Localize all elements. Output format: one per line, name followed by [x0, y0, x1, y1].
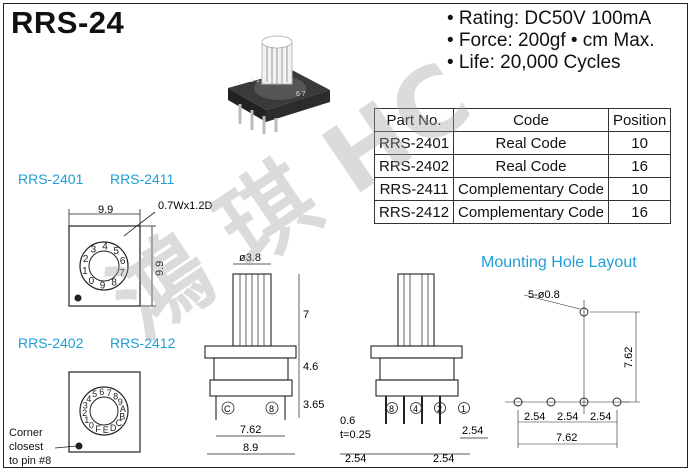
side-view	[204, 263, 300, 455]
dial-number: 6	[99, 387, 104, 397]
table-row: RRS-2401 Real Code 10	[373, 131, 672, 155]
spec-rating: • Rating: DC50V 100mA	[447, 8, 652, 29]
dim-shaft-height: 7	[303, 309, 309, 321]
dial-number: 3	[83, 400, 88, 410]
cell: RRS-2412	[373, 200, 455, 224]
hole-layout	[505, 294, 640, 448]
cell: 10	[607, 177, 672, 201]
cell: RRS-2402	[373, 154, 455, 178]
dim-pitch-2: 2.54	[433, 453, 454, 465]
dim-t: t=0.25	[340, 429, 371, 441]
dim-hole-vertical: 7.62	[623, 347, 635, 368]
top-view-16	[54, 371, 141, 453]
dim-hole: 5-ø0.8	[528, 289, 560, 301]
mounting-hole-title: Mounting Hole Layout	[481, 254, 637, 271]
label-rrs-2412: RRS-2412	[110, 335, 176, 351]
dim-pin-height: 3.65	[303, 399, 324, 411]
cell: RRS-2401	[373, 131, 455, 155]
dim-hole-span: 7.62	[556, 432, 577, 444]
dial-number: 7	[107, 388, 112, 398]
dial-number: 4	[86, 394, 91, 404]
pin-c-label: C	[224, 404, 231, 414]
dial-number: B	[119, 412, 125, 422]
dial-number: C	[116, 418, 123, 428]
dial-number: 5	[113, 246, 119, 257]
dial-number: 1	[82, 266, 88, 277]
cell: 16	[607, 200, 672, 224]
dim-shaft-dia: ø3.8	[239, 252, 261, 264]
top-view-10	[68, 209, 156, 307]
label-rrs-2411: RRS-2411	[110, 171, 175, 187]
dim-slot: 0.7Wx1.2D	[158, 200, 212, 212]
dim-hole-pitch-1: 2.54	[524, 411, 545, 423]
spec-life: • Life: 20,000 Cycles	[447, 52, 621, 73]
note-line: Corner	[9, 427, 43, 439]
svg-text:6 7: 6 7	[296, 91, 306, 98]
dial-number: 9	[100, 281, 106, 292]
table-header-row: Part No. Code Position	[373, 108, 672, 132]
label-rrs-2402: RRS-2402	[18, 335, 84, 351]
spec-list: • Rating: DC50V 100mA • Force: 200gf • c…	[447, 8, 655, 74]
dial-number: 7	[119, 268, 125, 279]
cell: Complementary Code	[453, 200, 609, 224]
dial-number: 1	[84, 415, 89, 425]
part-table: Part No. Code Position RRS-2401 Real Cod…	[373, 108, 672, 224]
dim-pin-span: 7.62	[240, 424, 261, 436]
dial-number: 9	[118, 397, 123, 407]
note-line: closest	[9, 441, 44, 453]
dim-body-width: 8.9	[243, 442, 258, 454]
dial-number: A	[120, 404, 126, 414]
col-position: Position	[607, 108, 672, 132]
dial-number: 2	[82, 408, 87, 418]
note-line: to pin #8	[9, 455, 52, 467]
pin-2: 2	[437, 404, 442, 414]
dial-number: 3	[91, 245, 97, 256]
dial-number: 0	[89, 421, 94, 431]
dial-number: 2	[83, 254, 89, 265]
dim-body-height: 4.6	[303, 361, 318, 373]
dial-number: D	[110, 423, 117, 433]
dim-pitch-1: 2.54	[345, 453, 366, 465]
dial-number: E	[103, 425, 109, 435]
label-rrs-2401: RRS-2401	[18, 171, 84, 187]
dial-number: 5	[92, 389, 97, 399]
cell: 16	[607, 154, 672, 178]
svg-text:2 1 0: 2 1 0	[250, 77, 266, 84]
dim-top-width: 9.9	[98, 204, 113, 216]
dial-number: 8	[111, 278, 117, 289]
corner-note: Corner closest to pin #8	[9, 426, 51, 468]
dim-top-height: 9.9	[154, 261, 166, 276]
front-view	[340, 273, 488, 455]
dial-number: F	[95, 424, 101, 434]
dial-number: 8	[113, 391, 118, 401]
table-row: RRS-2412 Complementary Code 16	[373, 200, 672, 224]
page-title: RRS-24	[11, 5, 125, 40]
dim-pitch-3: 2.54	[462, 425, 483, 437]
dim-hole-pitch-2: 2.54	[557, 411, 578, 423]
dim-pin-thickness: 0.6	[340, 415, 355, 427]
table-row: RRS-2402 Real Code 16	[373, 154, 672, 178]
pin-4: 4	[413, 404, 418, 414]
dial-number: 4	[102, 242, 108, 253]
spec-force: • Force: 200gf • cm Max.	[447, 30, 655, 51]
pin-8-label: 8	[269, 404, 274, 414]
product-photo: 2 1 0 6 7	[228, 35, 330, 134]
pin-8: 8	[389, 404, 394, 414]
dial-number: 0	[89, 276, 95, 287]
cell: 10	[607, 131, 672, 155]
cell: Real Code	[453, 131, 609, 155]
dim-hole-pitch-3: 2.54	[590, 411, 611, 423]
dial-number: 6	[120, 256, 126, 267]
pin-1: 1	[461, 404, 466, 414]
page-frame	[3, 3, 688, 468]
